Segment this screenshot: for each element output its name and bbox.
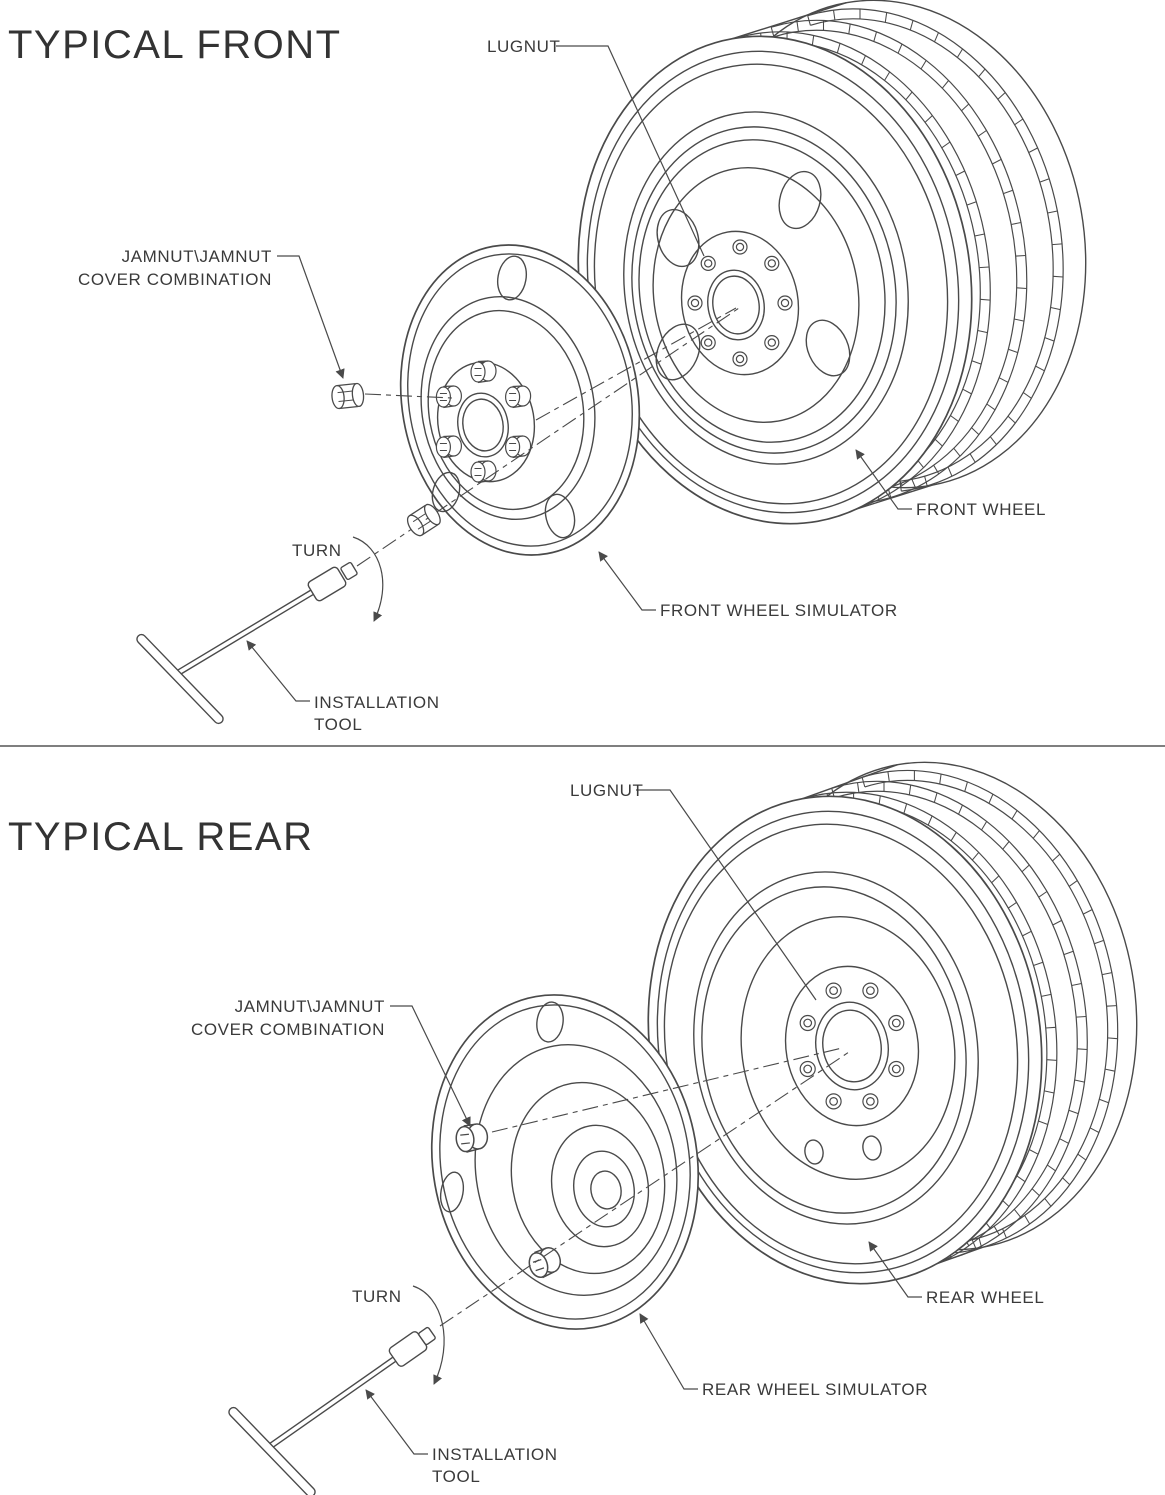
front-wheel-leader (855, 449, 912, 510)
front-lugnut-label: LUGNUT (487, 37, 561, 56)
rear-tool-handle (228, 1406, 316, 1495)
rear-turn-label: TURN (352, 1287, 402, 1306)
front-tool-leader (246, 640, 310, 702)
rear-turn-arrow (412, 1285, 445, 1385)
front-installation-tool-drawing (136, 561, 358, 725)
rear-section: TYPICAL REAR LUGNUT JAMNUT\JAMNUT COVER … (8, 761, 1138, 1495)
rear-wheel-vent-hole (804, 1139, 824, 1165)
rear-wheel-label: REAR WHEEL (926, 1288, 1044, 1307)
front-axis-nut (403, 501, 444, 540)
front-title: TYPICAL FRONT (8, 23, 342, 67)
front-tool-rod (174, 587, 318, 677)
front-turn-arrow (352, 536, 384, 622)
front-simulator-hole (496, 255, 528, 301)
front-tire-tread (734, 8, 1064, 515)
rear-jamnut-axis-line (491, 1047, 843, 1133)
front-turn-label: TURN (292, 541, 342, 560)
front-jamnut-axis-line (364, 393, 453, 399)
rear-tool-leader (365, 1389, 428, 1455)
rear-tool-label-line2: TOOL (432, 1467, 480, 1486)
rear-jamnut-label-line1: JAMNUT\JAMNUT (235, 997, 385, 1016)
front-tool-label-line1: INSTALLATION (314, 693, 440, 712)
rear-simulator-hole (536, 1001, 564, 1043)
front-simulator-label: FRONT WHEEL SIMULATOR (660, 601, 898, 620)
rear-tool-rod (266, 1353, 402, 1450)
rear-installation-tool-drawing (228, 1326, 436, 1495)
front-wheel-label: FRONT WHEEL (916, 500, 1046, 519)
rear-wheel-leader (868, 1241, 922, 1298)
front-tool-tip (340, 561, 358, 581)
rear-tool-tip (418, 1326, 436, 1346)
front-wheel-hub (680, 230, 800, 376)
rear-simulator-label: REAR WHEEL SIMULATOR (702, 1380, 928, 1399)
front-jamnut-leader (277, 255, 345, 379)
front-hub-axis-line (535, 307, 737, 421)
front-wheel-hand-hole (778, 170, 822, 230)
front-section: TYPICAL FRONT LUGNUT JAMNUT\JAMNUT COVER… (8, 0, 1087, 734)
rear-tool-label-line1: INSTALLATION (432, 1445, 558, 1464)
rear-title: TYPICAL REAR (8, 815, 313, 859)
rear-wheel-simulator-drawing (430, 994, 700, 1330)
front-tool-handle (136, 633, 224, 725)
rear-wheel-vent-hole (862, 1135, 882, 1161)
front-wheel-simulator-drawing (399, 244, 641, 556)
front-simulator-hole (431, 471, 461, 513)
front-jamnut (330, 382, 366, 410)
rear-lugnut-leader (636, 789, 817, 1001)
rear-jamnut-leader (390, 1005, 471, 1127)
rear-simulator-hole (439, 1171, 465, 1213)
rear-simulator-leader (639, 1313, 698, 1390)
front-simulator-hole (544, 493, 576, 539)
rear-wheel-hub (784, 965, 920, 1127)
front-simulator-leader (598, 551, 656, 611)
rear-simulator-hub (573, 1150, 635, 1228)
front-wheel-hand-hole (655, 323, 701, 381)
front-jamnut-label-line1: JAMNUT\JAMNUT (122, 247, 272, 266)
front-tool-label-line2: TOOL (314, 715, 362, 734)
front-lugnut-leader (556, 45, 705, 257)
front-jamnut-label-line2: COVER COMBINATION (78, 270, 272, 289)
rear-lugnut-label: LUGNUT (570, 781, 644, 800)
front-wheel-drawing (577, 0, 1087, 525)
front-wheel-hand-hole (805, 319, 851, 377)
front-lugnuts (687, 239, 793, 367)
rear-lugnuts (799, 982, 905, 1110)
front-wheel-hand-hole (656, 208, 700, 268)
front-tool-socket (307, 566, 347, 602)
rear-wheel-drawing (647, 761, 1138, 1285)
rear-jamnut-label-line2: COVER COMBINATION (191, 1020, 385, 1039)
rear-center-axis-line (439, 1049, 853, 1327)
